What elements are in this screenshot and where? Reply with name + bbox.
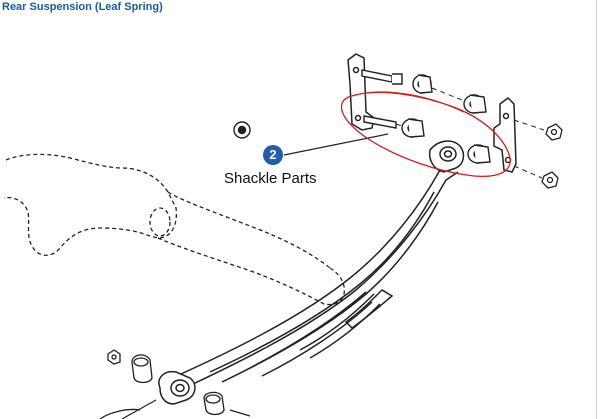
front-spring-eye <box>158 370 196 405</box>
exploded-view-leaders <box>395 87 545 179</box>
rear-spring-eye <box>428 140 465 173</box>
front-hanger-parts <box>99 349 251 419</box>
front-leader-line <box>121 399 157 419</box>
shackle-plate-right <box>493 97 517 173</box>
axle-housing-outline <box>3 153 346 306</box>
highlight-circle <box>340 91 511 178</box>
shackle-bolts <box>361 69 403 129</box>
callout-leader-line <box>283 133 389 156</box>
callout-badge-2: 2 <box>263 145 283 165</box>
leaf-spring-pack <box>171 161 459 393</box>
callout-label-shackle-parts: Shackle Parts <box>224 170 317 187</box>
shackle-nuts <box>541 123 563 189</box>
right-border-rule <box>596 0 597 419</box>
shackle-bushings <box>233 74 491 164</box>
page-title: Rear Suspension (Leaf Spring) <box>2 1 163 13</box>
